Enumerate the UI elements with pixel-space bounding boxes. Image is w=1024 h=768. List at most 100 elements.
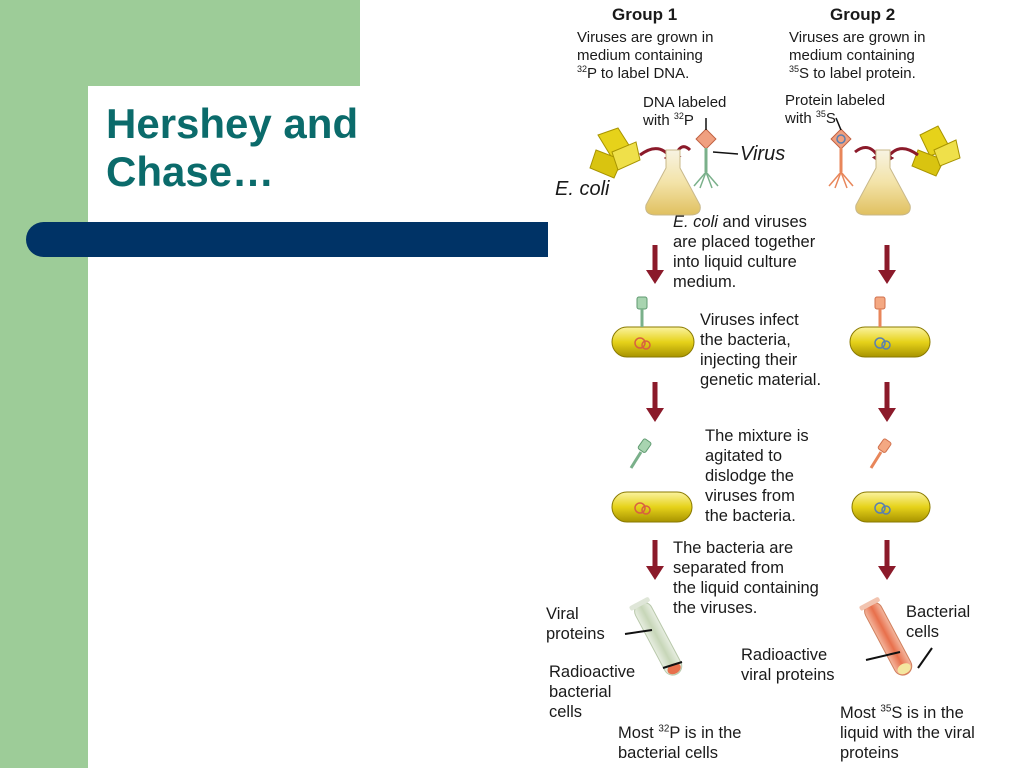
result-32p-line1: Most 32P is in the — [618, 723, 741, 743]
step1-line1: E. coli and viruses — [673, 212, 815, 232]
group1-desc-line3: 32P to label DNA. — [577, 65, 713, 83]
viral-proteins-line: Viral — [546, 605, 579, 623]
protein-labeled-label: Protein labeled with 35S — [785, 92, 885, 128]
step3-line: agitated to — [705, 447, 783, 465]
step2-line: the bacteria, — [700, 331, 791, 349]
bacterial-cells-line: cells — [906, 623, 940, 641]
flask-right — [855, 149, 911, 216]
result-32p-most: Most — [618, 724, 659, 742]
step2-line: injecting their — [700, 351, 798, 369]
virus-group2 — [828, 117, 854, 189]
group1-desc-line2: medium containing — [577, 47, 703, 64]
radioactive-viral-line: Radioactive — [741, 646, 828, 664]
detached-virus-right — [869, 438, 892, 469]
result-35s-line2: liquid with the viral — [840, 724, 975, 742]
dna-labeled-line1: DNA labeled — [643, 94, 727, 111]
protein-labeled-with: with — [785, 110, 816, 127]
viral-proteins-line: proteins — [546, 625, 605, 643]
dna-labeled-with: with — [643, 112, 674, 129]
ecoli-cluster-left — [589, 127, 641, 179]
bacterium-agitated-left — [611, 491, 693, 523]
radioactive-bacterial-line: cells — [549, 703, 583, 721]
dna-labeled-line2: with 32P — [643, 112, 726, 130]
protein-labeled-element: S — [825, 110, 836, 127]
step2-line: Viruses infect — [700, 311, 799, 329]
ecoli-cluster-right — [911, 125, 961, 177]
result-35s-most: Most — [840, 704, 881, 722]
group2-heading: Group 2 — [830, 5, 896, 24]
step1-text: E. coli and viruses are placed together … — [673, 212, 815, 292]
group1-heading: Group 1 — [612, 5, 678, 24]
group2-desc-line2: medium containing — [789, 47, 915, 64]
bacterium-infected-right — [849, 296, 931, 358]
radioactive-bacterial-cells-label: Radioactive bacterial cells — [549, 662, 635, 722]
dna-labeled-element: P — [683, 112, 694, 129]
isotope-superscript: 35 — [880, 703, 892, 715]
radioactive-bacterial-line: Radioactive — [549, 663, 636, 681]
protein-labeled-line2: with 35S — [785, 110, 885, 128]
group1-desc-line3-text: P to label DNA. — [587, 65, 690, 82]
virus-label: Virus — [740, 143, 786, 165]
result-32p-text: Most 32P is in the bacterial cells — [618, 723, 741, 763]
virus-group1 — [693, 118, 739, 189]
bacterium-infected-left — [611, 296, 695, 358]
result-35s-text: Most 35S is in the liquid with the viral… — [840, 703, 975, 763]
curve-arrow-ecoli-right — [882, 147, 919, 166]
step4-line: separated from — [673, 559, 784, 577]
radioactive-viral-proteins-label: Radioactive viral proteins — [741, 645, 835, 685]
title-line-2: Chase… — [106, 148, 275, 195]
content-panel — [88, 86, 548, 768]
group2-desc-line3: 35S to label protein. — [789, 65, 925, 83]
step3-line: the bacteria. — [705, 507, 796, 525]
isotope-superscript: 32 — [577, 64, 588, 74]
step1-line3: into liquid culture — [673, 253, 797, 271]
bacterial-cells-label: Bacterial cells — [906, 602, 970, 642]
group2-description: Viruses are grown in medium containing 3… — [789, 29, 925, 83]
step1-line4: medium. — [673, 273, 737, 291]
viral-proteins-label: Viral proteins — [546, 604, 605, 644]
result-35s-rest: S is in the — [891, 704, 964, 722]
step1-ecoli: E. coli — [673, 213, 718, 231]
group2-desc-line1: Viruses are grown in — [789, 29, 926, 46]
isotope-superscript: 32 — [658, 723, 670, 735]
group1-desc-line1: Viruses are grown in — [577, 29, 714, 46]
test-tube-right — [859, 597, 933, 676]
radioactive-bacterial-line: bacterial — [549, 683, 612, 701]
down-arrow — [646, 382, 664, 422]
result-35s-line3: proteins — [840, 744, 899, 762]
bacterium-agitated-right — [851, 491, 931, 523]
result-32p-line2: bacterial cells — [618, 744, 718, 762]
step4-text: The bacteria are separated from the liqu… — [673, 538, 819, 618]
flask-left — [645, 149, 701, 216]
isotope-superscript: 32 — [673, 111, 684, 121]
dna-labeled-label: DNA labeled with 32P — [643, 94, 726, 130]
top-green-band — [88, 0, 360, 86]
step4-line: the liquid containing — [673, 579, 819, 597]
step4-line: The bacteria are — [673, 539, 794, 557]
test-tube-left — [624, 597, 683, 676]
group2-desc-line3-text: S to label protein. — [799, 65, 916, 82]
down-arrow — [646, 245, 664, 284]
step3-line: viruses from — [705, 487, 795, 505]
down-arrow — [646, 540, 664, 580]
step2-text: Viruses infect the bacteria, injecting t… — [700, 310, 821, 390]
slide-title: Hershey and Chase… — [106, 100, 436, 196]
down-arrow — [878, 245, 896, 284]
down-arrows — [646, 245, 896, 580]
step1-line1-rest: and viruses — [717, 213, 807, 231]
left-green-band — [0, 0, 88, 768]
radioactive-viral-line: viral proteins — [741, 666, 835, 684]
title-line-1: Hershey and — [106, 100, 359, 147]
group1-description: Viruses are grown in medium containing 3… — [577, 29, 713, 83]
step3-line: dislodge the — [705, 467, 794, 485]
title-underline-bar — [26, 222, 548, 257]
result-35s-line1: Most 35S is in the — [840, 703, 975, 723]
protein-labeled-line1: Protein labeled — [785, 92, 886, 109]
result-32p-rest: P is in the — [669, 724, 742, 742]
isotope-superscript: 35 — [815, 109, 826, 119]
bacterial-cells-line: Bacterial — [906, 603, 971, 621]
step2-line: genetic material. — [700, 371, 822, 389]
ecoli-label: E. coli — [555, 178, 610, 200]
isotope-superscript: 35 — [789, 64, 800, 74]
